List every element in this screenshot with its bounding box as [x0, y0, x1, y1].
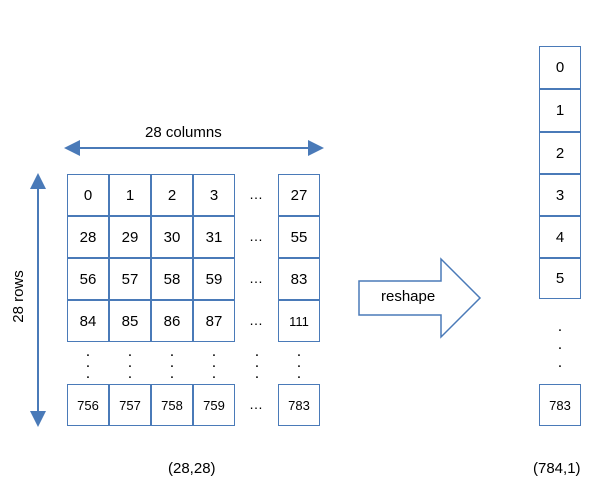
matrix-cell: 58	[151, 258, 193, 300]
matrix-cell: 29	[109, 216, 151, 258]
vector-cell: 783	[539, 384, 581, 426]
matrix-cell: 28	[67, 216, 109, 258]
matrix-cell: 55	[278, 216, 320, 258]
vertical-ellipsis: ...	[254, 343, 260, 382]
vector-shape-label: (784,1)	[533, 460, 581, 477]
matrix-cell: 1	[109, 174, 151, 216]
vertical-ellipsis: ...	[85, 343, 91, 382]
matrix-cell: 30	[151, 216, 193, 258]
vertical-ellipsis: ...	[211, 343, 217, 382]
vector-cell: 2	[539, 132, 581, 174]
matrix-cell: 31	[193, 216, 235, 258]
matrix-cell: 57	[109, 258, 151, 300]
columns-label: 28 columns	[145, 124, 222, 141]
matrix-cell: 59	[193, 258, 235, 300]
matrix-cell: 85	[109, 300, 151, 342]
reshape-arrow	[358, 257, 482, 339]
horizontal-ellipsis: …	[249, 228, 263, 244]
matrix-cell: 759	[193, 384, 235, 426]
vertical-ellipsis: ...	[127, 343, 133, 382]
vector-cell: 4	[539, 216, 581, 258]
matrix-cell: 84	[67, 300, 109, 342]
vector-cell: 3	[539, 174, 581, 216]
matrix-shape-label: (28,28)	[168, 460, 216, 477]
rows-label: 28 rows	[9, 270, 27, 323]
vector-cell: 1	[539, 89, 581, 132]
matrix-cell: 56	[67, 258, 109, 300]
matrix-cell: 2	[151, 174, 193, 216]
matrix-cell: 783	[278, 384, 320, 426]
vertical-ellipsis: ...	[296, 343, 302, 382]
matrix-cell: 86	[151, 300, 193, 342]
matrix-cell: 87	[193, 300, 235, 342]
matrix-cell: 111	[278, 300, 320, 342]
matrix-cell: 27	[278, 174, 320, 216]
horizontal-ellipsis: …	[249, 312, 263, 328]
matrix-cell: 0	[67, 174, 109, 216]
horizontal-ellipsis: …	[249, 186, 263, 202]
matrix-cell: 3	[193, 174, 235, 216]
matrix-cell: 756	[67, 384, 109, 426]
vertical-ellipsis: ...	[169, 343, 175, 382]
matrix-cell: 757	[109, 384, 151, 426]
matrix-cell: 758	[151, 384, 193, 426]
vector-cell: 0	[539, 46, 581, 89]
reshape-label: reshape	[381, 288, 436, 305]
matrix-cell: 83	[278, 258, 320, 300]
horizontal-ellipsis: …	[249, 270, 263, 286]
horizontal-ellipsis: …	[249, 396, 263, 412]
vector-vertical-ellipsis: ...	[557, 318, 563, 371]
vector-cell: 5	[539, 258, 581, 299]
